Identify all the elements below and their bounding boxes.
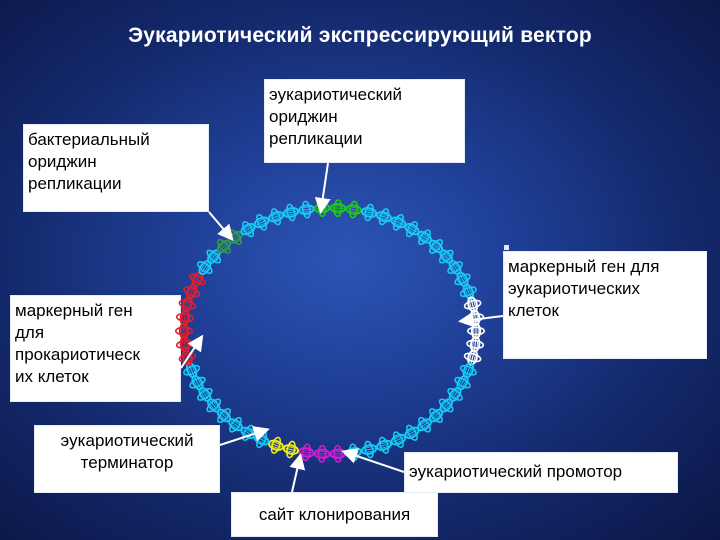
- dna-turn: [175, 322, 193, 340]
- dna-turn: [206, 249, 222, 264]
- dna-turn: [467, 322, 485, 340]
- plasmid-ring: [175, 199, 485, 463]
- arrow-cloning-site: [289, 453, 306, 493]
- eukaryotic-marker-label: маркерный ген для эукариотических клеток: [503, 251, 707, 359]
- dna-turn: [178, 296, 197, 313]
- dna-turn: [375, 208, 393, 226]
- arrow-eukaryotic-promoter: [341, 448, 405, 473]
- small-marker: [504, 245, 509, 250]
- arrow-eukaryotic-marker: [458, 311, 504, 328]
- dna-turn: [463, 349, 482, 366]
- dna-turn: [329, 444, 347, 463]
- dna-turn: [360, 203, 378, 222]
- dna-turn: [447, 386, 463, 402]
- dna-turn: [183, 362, 201, 379]
- dna-turn: [404, 424, 420, 441]
- dna-turn: [329, 199, 347, 218]
- bacterial-origin-label: бактериальный ориджин репликации: [23, 124, 209, 212]
- dna-turn: [267, 208, 285, 226]
- dna-turn: [375, 436, 393, 454]
- arrow-bacterial-origin: [208, 211, 234, 242]
- dna-turn: [345, 200, 362, 219]
- dna-turn: [454, 374, 471, 391]
- dna-turn: [438, 398, 454, 413]
- dna-turn: [298, 200, 315, 219]
- arrow-prokaryotic-marker: [180, 334, 204, 369]
- dna-turn: [417, 416, 432, 433]
- dna-turn: [466, 336, 485, 353]
- prokaryotic-marker-label: маркерный ген для прокариотическ их клет…: [10, 295, 181, 402]
- dna-turn: [197, 386, 213, 402]
- dna-turn: [463, 296, 482, 313]
- cloning-site-label: сайт клонирования: [231, 492, 438, 537]
- arrow-eukaryotic-origin: [314, 162, 331, 214]
- dna-turn: [175, 309, 194, 326]
- eukaryotic-terminator-label: эукариотический терминатор: [34, 425, 220, 493]
- eukaryotic-promoter-label: эукариотический промотор: [404, 452, 678, 493]
- dna-turn: [360, 440, 378, 459]
- dna-turn: [459, 283, 477, 300]
- eukaryotic-origin-label: эукариотический ориджин репликации: [264, 79, 465, 163]
- dna-turn: [267, 436, 285, 454]
- dna-turn: [390, 431, 407, 449]
- arrow-eukaryotic-terminator: [219, 426, 270, 446]
- dna-turn: [282, 440, 300, 459]
- dna-turn: [282, 203, 300, 222]
- dna-turn: [313, 444, 331, 463]
- diagram-title: Эукариотический экспрессирующий вектор: [128, 24, 592, 47]
